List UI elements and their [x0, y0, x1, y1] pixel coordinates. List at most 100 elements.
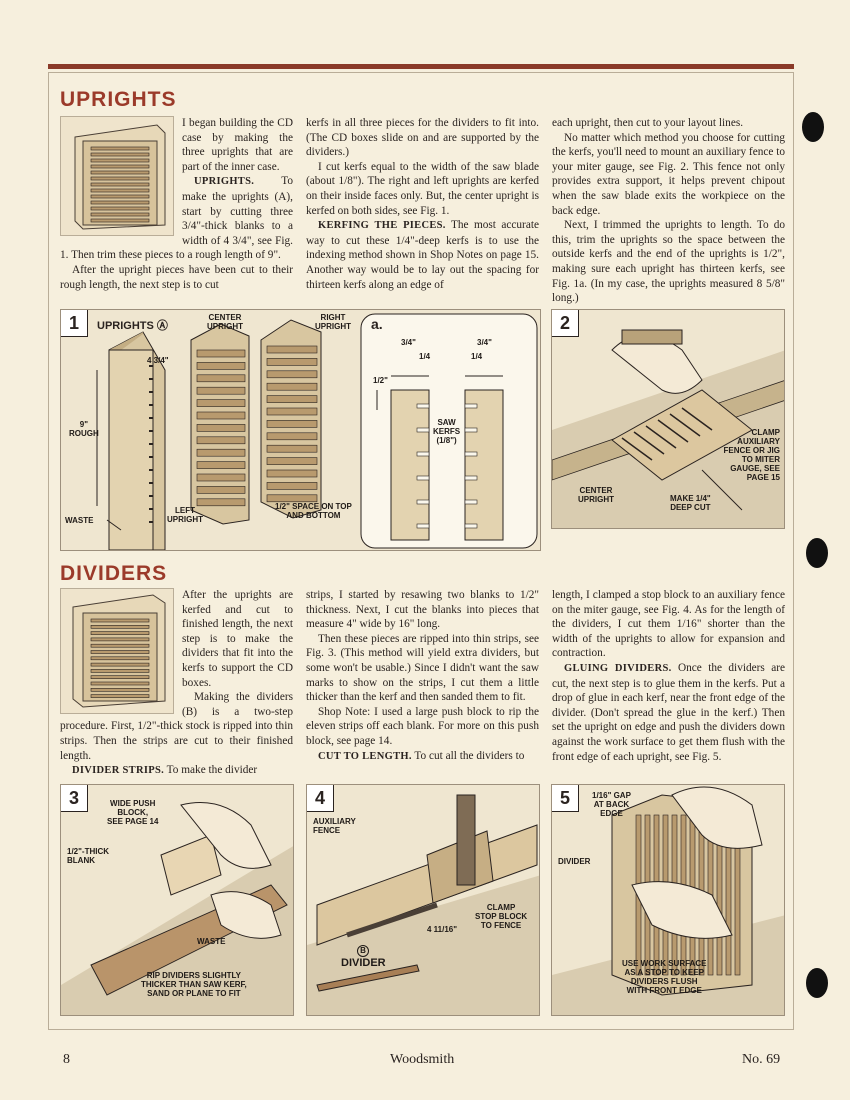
paragraph: Next, I trimmed the uprights to length. …	[552, 218, 785, 306]
label-blank: 1/2"-THICK BLANK	[67, 847, 110, 865]
divider-slat	[266, 432, 318, 441]
divider-slat	[196, 448, 246, 457]
binder-hole	[806, 968, 828, 998]
paragraph-text: I began building the CD case by making t…	[182, 117, 293, 173]
dividers-heading: DIVIDERS	[60, 562, 168, 585]
divider-slat	[266, 370, 318, 379]
paragraph-text: After the upright pieces have been cut t…	[60, 263, 293, 291]
thumbnail-slat	[90, 158, 150, 163]
thumbnail-slat	[90, 152, 150, 157]
label-dim-1-4: 1/4	[419, 352, 431, 361]
uprights-col-3: each upright, then cut to your layout li…	[552, 116, 785, 306]
divider-slat	[266, 482, 318, 490]
divider-slat	[266, 457, 318, 465]
label-space: 1/2" SPACE ON TOP AND BOTTOM	[275, 502, 352, 520]
divider-slat	[266, 469, 318, 478]
page-number: 8	[63, 1052, 70, 1067]
cut-to-length-drawing	[307, 794, 539, 1015]
paragraph-text: The most accurate way to cut these 1/4"-…	[306, 219, 539, 291]
divider-slat	[266, 382, 318, 391]
paragraph-text: Once the dividers are cut, the next step…	[552, 661, 785, 763]
thumbnail-slat	[90, 170, 150, 175]
label-dim-3-4: 3/4"	[477, 338, 492, 347]
run-in-heading: KERFING THE PIECES.	[318, 220, 446, 232]
paragraph-text: To make the uprights (A), start by cutti…	[60, 175, 293, 262]
label-dim-half: 1/2"	[373, 376, 388, 385]
binder-hole	[802, 112, 824, 142]
kerf-notch	[464, 403, 478, 409]
paragraph-text: kerfs in all three pieces for the divide…	[306, 117, 539, 159]
figure-4: 4 AUXILIARY FENCE CLAMP STOP BLOCK TO FE…	[306, 784, 540, 1016]
label-rip-dividers: RIP DIVIDERS SLIGHTLY THICKER THAN SAW K…	[141, 971, 247, 998]
label-b-circle: B	[357, 945, 369, 957]
run-in-heading: GLUING DIVIDERS.	[564, 662, 672, 674]
divider-slat	[196, 473, 246, 482]
kerf-mark	[621, 437, 653, 461]
kerf-notch	[416, 475, 430, 481]
divider-slat	[266, 358, 318, 366]
dividers-col-3: length, I clamped a stop block to an aux…	[552, 588, 785, 764]
divider-slat	[196, 399, 246, 407]
uprights-col-1: I began building the CD case by making t…	[60, 116, 293, 292]
divider-slat	[196, 461, 246, 469]
run-in-heading: CUT TO LENGTH.	[318, 750, 412, 762]
divider-slat	[266, 494, 318, 503]
thumbnail-slat	[90, 662, 150, 667]
paragraph-text: strips, I started by resawing two blanks…	[306, 589, 539, 631]
thumbnail-slat	[90, 637, 150, 642]
binder-hole	[806, 538, 828, 568]
paragraph: KERFING THE PIECES. The most accurate wa…	[306, 218, 539, 292]
paragraph: strips, I started by resawing two blanks…	[306, 588, 539, 632]
divider-slat	[266, 420, 318, 428]
thumbnail-slat	[90, 212, 150, 217]
thumbnail-slat	[90, 656, 150, 661]
dividers-col-1: After the uprights are kerfed and cut to…	[60, 588, 293, 779]
paragraph: Shop Note: I used a large push block to …	[306, 705, 539, 749]
paragraph: I began building the CD case by making t…	[60, 116, 293, 174]
thumbnail-slat	[90, 176, 150, 181]
detail-a-label: a.	[371, 316, 383, 332]
paragraph-text: To make the divider	[166, 764, 258, 777]
thumbnail-slat	[90, 164, 150, 169]
kerf-notch	[464, 523, 478, 529]
figure-number: 2	[552, 310, 579, 337]
paragraph: No matter which method you choose for cu…	[552, 131, 785, 219]
figure-number: 4	[307, 785, 334, 812]
thumbnail-slat	[90, 681, 150, 686]
label-center-upright: CENTER UPRIGHT	[578, 486, 614, 504]
thumbnail-slat	[90, 624, 150, 629]
thumbnail-slat	[90, 688, 150, 692]
paragraph-text: Making the dividers (B) is a two-step pr…	[60, 691, 293, 762]
label-clamp-fence: CLAMP AUXILIARY FENCE OR JIG TO MITER GA…	[723, 428, 780, 482]
divider-slat	[266, 407, 318, 416]
thumbnail-slat	[90, 669, 150, 673]
figure-number: 3	[61, 785, 88, 812]
divider-slat	[196, 486, 246, 494]
thumbnail-slat	[90, 650, 150, 654]
kerf-mark	[633, 431, 665, 455]
paragraph: kerfs in all three pieces for the divide…	[306, 116, 539, 160]
thumbnail-slat	[90, 618, 150, 623]
kerf-notch	[464, 499, 478, 505]
paragraph: UPRIGHTS. To make the uprights (A), star…	[60, 174, 293, 263]
label-waste: WASTE	[65, 516, 94, 525]
paragraph: each upright, then cut to your layout li…	[552, 116, 785, 131]
run-in-heading: DIVIDER STRIPS.	[72, 765, 165, 777]
thumbnail-slat	[90, 146, 150, 151]
dividers-col-2: strips, I started by resawing two blanks…	[306, 588, 539, 764]
paragraph-text: After the uprights are kerfed and cut to…	[182, 589, 293, 689]
label-rough: 9" ROUGH	[69, 420, 99, 438]
kerf-notch	[416, 499, 430, 505]
thumbnail-slat	[90, 675, 150, 679]
figure-number: 5	[552, 785, 579, 812]
figure-5: 5 1/16" GAP AT BACK EDGE DIVIDER USE WOR…	[551, 784, 785, 1016]
paragraph-text: No matter which method you choose for cu…	[552, 131, 785, 217]
paragraph-text: length, I clamped a stop block to an aux…	[552, 589, 785, 660]
paragraph: Then these pieces are ripped into thin s…	[306, 632, 539, 705]
kerf-notch	[416, 451, 430, 457]
paragraph: Making the dividers (B) is a two-step pr…	[60, 690, 293, 763]
uprights-col-2: kerfs in all three pieces for the divide…	[306, 116, 539, 292]
label-use-work-surface: USE WORK SURFACE AS A STOP TO KEEP DIVID…	[622, 959, 707, 995]
divider-slat	[196, 374, 246, 383]
label-right-upright: RIGHT UPRIGHT	[315, 313, 351, 331]
